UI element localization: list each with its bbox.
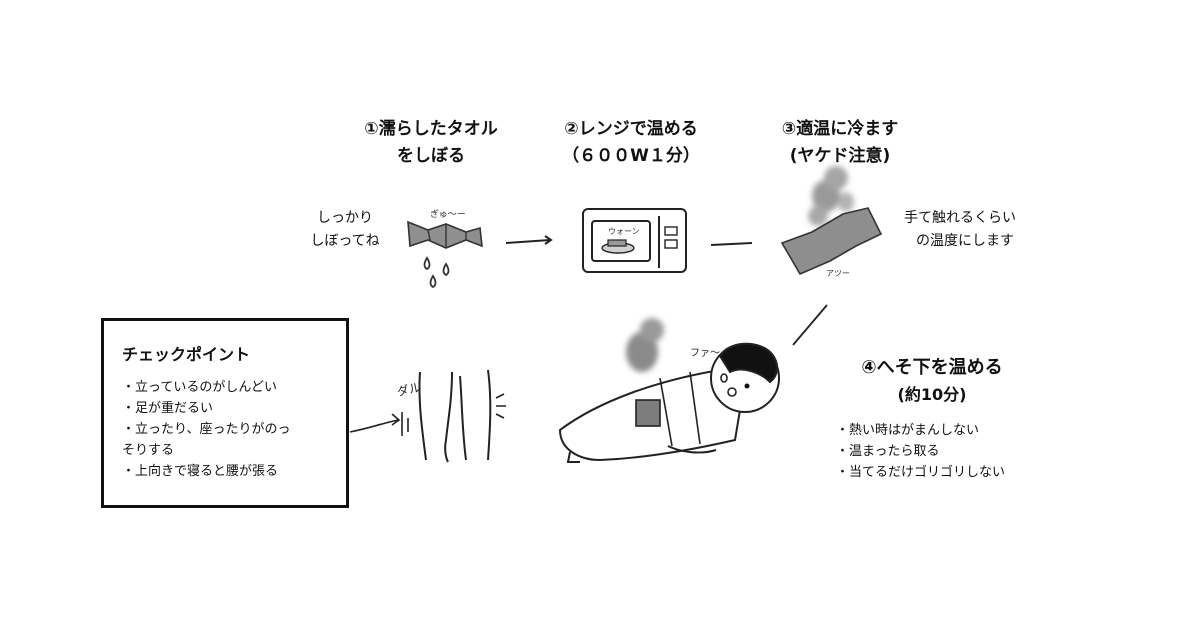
checkpoint-item: ・立ったり、座ったりがのっ [122, 422, 291, 437]
steam-icon [808, 166, 854, 226]
checkpoint-list: ・立っているのがしんどい ・足が重だるい ・立ったり、座ったりがのっ そりする … [122, 377, 290, 482]
checkpoint-item: ・立っているのがしんどい [122, 380, 277, 395]
step4-title-line2: (約10分) [897, 385, 967, 404]
step2-title: ②レンジで温める （６００W１分） [546, 116, 716, 170]
checkpoint-box: チェックポイント ・立っているのがしんどい ・足が重だるい ・立ったり、座ったり… [101, 318, 349, 508]
step2-title-line1: ②レンジで温める [564, 119, 698, 139]
wring-sfx: ぎゅ〜ー [430, 208, 466, 220]
step2-title-line2: （６００W１分） [562, 146, 700, 166]
microwave-icon [582, 208, 687, 273]
step1-note-line2: しぼってね [310, 233, 380, 249]
step4-tips: ・熱い時はがまんしない ・温まったら取る ・当てるだけゴリゴリしない [836, 420, 1005, 483]
arrow-step1-to-2 [505, 235, 553, 245]
step1-title-line2: をしぼる [397, 146, 465, 166]
tip-item: ・熱い時はがまんしない [836, 423, 980, 438]
tip-item: ・当てるだけゴリゴリしない [836, 465, 1006, 480]
checkpoint-item: ・上向きで寝ると腰が張る [122, 464, 279, 479]
hot-sfx: アツー [826, 269, 850, 278]
lying-person-icon [558, 318, 780, 463]
step1-title-line1: ①濡らしたタオル [364, 119, 498, 139]
step1-note-line1: しっかり [317, 210, 373, 226]
microwave-sfx: ウォーン [608, 227, 640, 236]
step3-note-line2: の温度にします [916, 233, 1014, 249]
step3-title: ③適温に冷ます (ヤケド注意) [760, 116, 920, 170]
tip-item: ・温まったら取る [836, 444, 940, 459]
water-drop-icon [423, 256, 450, 289]
checkpoint-title: チェックポイント [122, 345, 251, 364]
step1-title: ①濡らしたタオル をしぼる [342, 116, 520, 170]
step3-title-line2: (ヤケド注意) [789, 146, 891, 166]
step4-title: ④へそ下を温める (約10分) [832, 354, 1032, 408]
checkpoint-item: そりする [122, 443, 175, 458]
hot-towel-icon [780, 207, 883, 276]
step3-note: 手て触れるくらい の温度にします [904, 207, 1016, 253]
checkpoint-item: ・足が重だるい [122, 401, 214, 416]
tired-legs-icon [401, 369, 506, 463]
step1-note: しっかり しぼってね [300, 207, 390, 253]
twisted-towel-icon [407, 220, 483, 249]
arrow-step2-to-3 [710, 242, 753, 246]
sigh-sfx: ファ〜 [690, 348, 720, 359]
step3-note-line1: 手て触れるくらい [904, 210, 1016, 226]
step3-title-line1: ③適温に冷ます [781, 119, 899, 139]
dull-sfx: ダル [396, 379, 423, 399]
arrow-step3-to-4 [792, 304, 828, 346]
step4-title-line1: ④へそ下を温める [861, 357, 1003, 378]
arrow-checkpoint-to-legs [349, 413, 401, 433]
